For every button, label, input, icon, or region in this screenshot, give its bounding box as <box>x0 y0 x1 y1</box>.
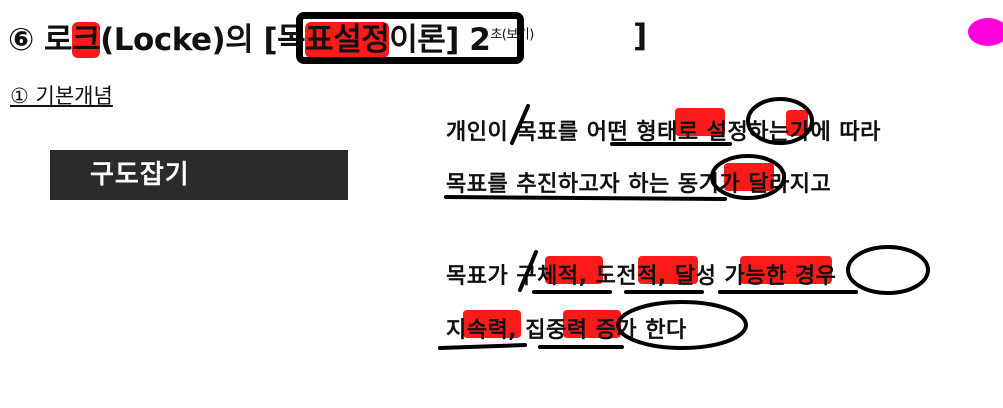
highlight-성가능 <box>740 256 832 284</box>
highlight-형태 <box>675 108 725 136</box>
highlight-중력 <box>563 310 621 338</box>
body-line-3: 목표가 구체적, 도전적, 달성 가능한 경우 <box>446 264 837 289</box>
ink-circle-증가한다 <box>616 300 748 350</box>
circled-number: ⑥ <box>8 22 34 58</box>
highlight-속력 <box>463 310 521 338</box>
title-pre: 로 <box>33 22 73 58</box>
highlight-전적 <box>638 256 698 284</box>
ink-slash-2 <box>518 250 538 292</box>
ink-circle-동기 <box>710 154 786 200</box>
highlight-동기 <box>724 163 774 191</box>
title-ink-box <box>296 12 524 64</box>
pink-ink-blob <box>968 18 1003 46</box>
page-title: ⑥ 로크(Locke)의 [목표설정이론] 2초(보기) <box>8 14 534 59</box>
ink-circle-설정 <box>746 97 814 145</box>
handwritten-banner: 구도잡기 <box>50 150 348 200</box>
title-highlight-2: 표설정 <box>305 22 390 58</box>
body-line-2: 목표를 추진하고자 하는 동기가 달라지고 <box>446 172 832 197</box>
ink-underline-line-2 <box>444 195 727 201</box>
title-post: 이론] 2 <box>389 22 491 58</box>
title-highlight-1: 크 <box>72 22 101 58</box>
ink-circle-경우 <box>846 245 930 295</box>
highlight-체적 <box>545 256 603 284</box>
ink-slash-1 <box>510 104 530 145</box>
title-mid: (Locke)의 [목 <box>100 22 306 58</box>
body-line-4: 지속력, 집중력 증가 한다 <box>446 318 687 343</box>
highlight-정 <box>786 110 808 136</box>
title-bracket-close: ] <box>633 18 648 54</box>
ink-underline-지속력 <box>438 343 527 350</box>
subheading: ① 기본개념 <box>10 84 113 108</box>
